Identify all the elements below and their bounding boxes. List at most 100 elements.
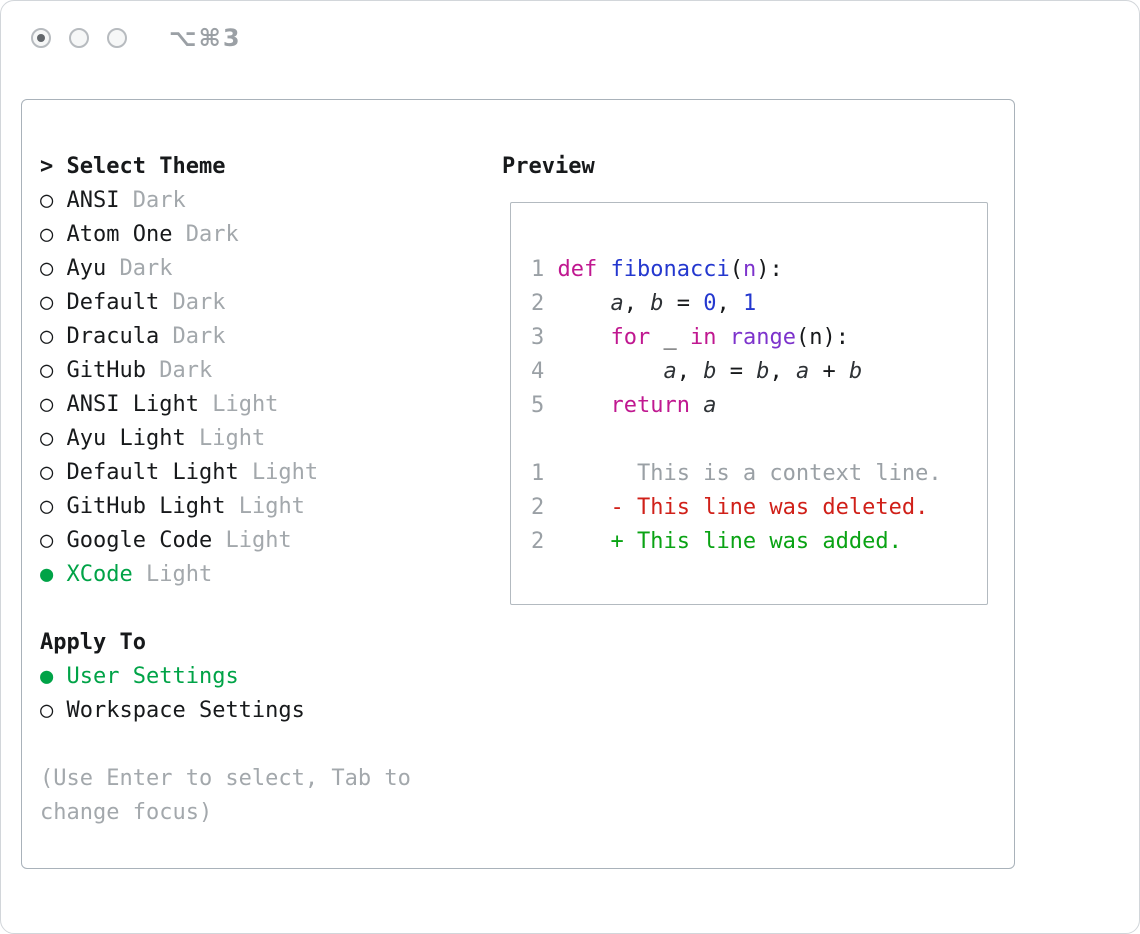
code-token: range <box>729 325 796 350</box>
theme-name: Ayu Light <box>66 426 186 451</box>
radio-unselected-icon: ○ <box>40 528 54 553</box>
code-line: 3 for _ in range(n): <box>531 321 942 355</box>
diff-line: 1 This is a context line. <box>531 457 942 491</box>
code-token <box>716 325 729 350</box>
code-token: in <box>689 325 717 350</box>
line-number: 2 <box>531 529 545 554</box>
blank-line <box>531 423 942 457</box>
apply-option-user-settings[interactable]: ● User Settings <box>40 660 450 694</box>
diff-line: 2 + This line was added. <box>531 525 942 559</box>
code-token: b <box>848 359 863 384</box>
radio-unselected-icon: ○ <box>40 460 54 485</box>
line-number: 2 <box>531 291 545 316</box>
code-line: 4 a, b = b, a + b <box>531 355 942 389</box>
code-token: = <box>663 291 704 316</box>
theme-variant: Light <box>198 426 266 451</box>
theme-option-ansi[interactable]: ○ ANSI Dark <box>40 184 450 218</box>
code-token <box>558 359 664 384</box>
select-theme-title: > Select Theme <box>40 150 450 184</box>
theme-option-default-light[interactable]: ○ Default Light Light <box>40 456 450 490</box>
theme-name: Ayu <box>66 256 107 281</box>
radio-unselected-icon: ○ <box>40 256 54 281</box>
theme-option-ayu-light[interactable]: ○ Ayu Light Light <box>40 422 450 456</box>
code-token: a <box>795 359 810 384</box>
theme-option-atom-one[interactable]: ○ Atom One Dark <box>40 218 450 252</box>
theme-option-github[interactable]: ○ GitHub Dark <box>40 354 450 388</box>
apply-to-list: ● User Settings○ Workspace Settings <box>40 660 450 728</box>
window-control-3-icon[interactable] <box>107 28 127 48</box>
theme-variant: Dark <box>185 222 239 247</box>
radio-selected-icon: ● <box>40 562 54 587</box>
line-number: 3 <box>531 325 545 350</box>
theme-option-ansi-light[interactable]: ○ ANSI Light Light <box>40 388 450 422</box>
code-token: a <box>703 393 717 418</box>
theme-name: Default <box>66 290 160 315</box>
theme-option-xcode[interactable]: ● XCode Light <box>40 558 450 592</box>
code-token <box>597 257 610 282</box>
theme-selector-column: > Select Theme ○ ANSI Dark○ Atom One Dar… <box>40 150 450 830</box>
theme-name: Atom One <box>66 222 173 247</box>
theme-variant: Dark <box>172 290 226 315</box>
code-token: , <box>769 359 796 384</box>
code-token: = <box>716 359 757 384</box>
theme-name: Default Light <box>66 460 239 485</box>
radio-unselected-icon: ○ <box>40 494 54 519</box>
code-token: b <box>650 291 664 316</box>
theme-variant: Light <box>212 392 279 417</box>
code-token: a <box>610 291 624 316</box>
radio-unselected-icon: ○ <box>40 698 54 723</box>
theme-option-github-light[interactable]: ○ GitHub Light Light <box>40 490 450 524</box>
code-token: 0 <box>703 291 717 316</box>
code-token <box>690 393 703 418</box>
window-controls <box>31 28 127 48</box>
theme-name: GitHub Light <box>66 494 226 519</box>
code-token: ( <box>729 257 743 282</box>
radio-unselected-icon: ○ <box>40 188 54 213</box>
keyboard-shortcut-label: ⌥⌘3 <box>169 24 242 52</box>
code-token: fibonacci <box>610 257 730 282</box>
apply-option-workspace-settings[interactable]: ○ Workspace Settings <box>40 694 450 728</box>
line-number: 1 <box>531 461 545 486</box>
radio-unselected-icon: ○ <box>40 222 54 247</box>
theme-option-default[interactable]: ○ Default Dark <box>40 286 450 320</box>
theme-option-ayu[interactable]: ○ Ayu Dark <box>40 252 450 286</box>
code-token: n <box>809 325 823 350</box>
theme-list: ○ ANSI Dark○ Atom One Dark○ Ayu Dark○ De… <box>40 184 450 592</box>
theme-name: Dracula <box>66 324 160 349</box>
theme-variant: Light <box>251 460 319 485</box>
theme-option-google-code[interactable]: ○ Google Code Light <box>40 524 450 558</box>
apply-to-title: Apply To <box>40 630 146 655</box>
radio-selected-icon: ● <box>40 664 54 689</box>
window-control-2-icon[interactable] <box>69 28 89 48</box>
code-token: - This line was deleted. <box>557 495 929 520</box>
code-token: def <box>557 257 598 282</box>
hint-text: (Use Enter to select, Tab to change focu… <box>40 766 411 825</box>
radio-unselected-icon: ○ <box>40 290 54 315</box>
theme-variant: Dark <box>132 188 186 213</box>
theme-variant: Light <box>145 562 213 587</box>
theme-variant: Dark <box>172 324 226 349</box>
window-control-1-selected-icon[interactable] <box>31 28 51 48</box>
code-token: ): <box>756 257 783 282</box>
line-number: 2 <box>531 495 545 520</box>
theme-option-dracula[interactable]: ○ Dracula Dark <box>40 320 450 354</box>
code-token <box>558 291 611 316</box>
theme-name: ANSI Light <box>66 392 199 417</box>
code-token: n <box>742 257 757 282</box>
radio-unselected-icon: ○ <box>40 426 54 451</box>
apply-option-label: User Settings <box>66 664 239 689</box>
code-line: 1 def fibonacci(n): <box>531 253 942 287</box>
apply-option-label: Workspace Settings <box>66 698 305 723</box>
radio-unselected-icon: ○ <box>40 358 54 383</box>
code-token: + This line was added. <box>557 529 902 554</box>
code-token: 1 <box>742 291 757 316</box>
theme-name: XCode <box>66 562 133 587</box>
diff-line: 2 - This line was deleted. <box>531 491 942 525</box>
theme-name: Google Code <box>66 528 213 553</box>
code-token: return <box>610 393 690 418</box>
code-token: b <box>756 359 770 384</box>
preview-title: Preview <box>502 154 595 179</box>
